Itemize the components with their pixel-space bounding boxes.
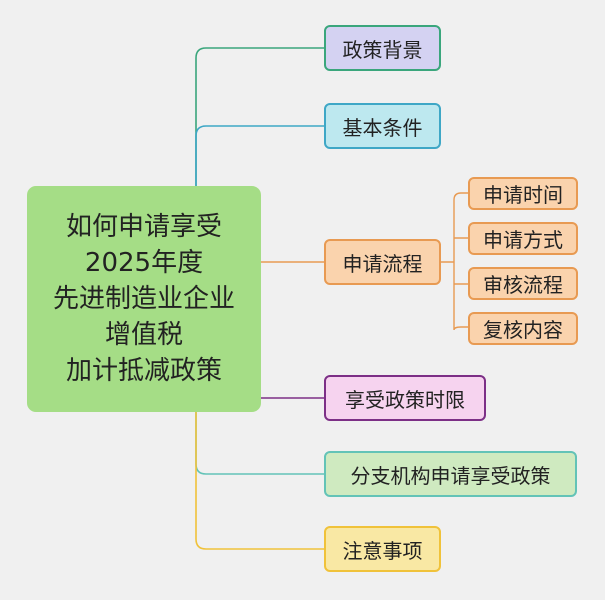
- subitem-application-time[interactable]: 申请时间: [468, 177, 578, 210]
- branch-label: 注意事项: [342, 538, 423, 563]
- subitem-review-process[interactable]: 审核流程: [468, 267, 578, 300]
- root-line-1: 如何申请享受: [65, 212, 222, 242]
- branch-label: 基本条件: [342, 115, 423, 140]
- root-line-3: 先进制造业企业: [52, 284, 235, 314]
- subitem-label: 申请时间: [483, 183, 563, 207]
- connector-line-notes: [195, 412, 324, 550]
- connector-lines-application-subitems: [441, 192, 468, 331]
- subitem-label: 复核内容: [483, 318, 563, 342]
- branch-branch-institutions[interactable]: 分支机构申请享受政策: [324, 451, 577, 497]
- branch-application-process[interactable]: 申请流程: [324, 239, 441, 285]
- subitem-recheck-content[interactable]: 复核内容: [468, 312, 578, 345]
- branch-label: 分支机构申请享受政策: [350, 463, 551, 488]
- branch-policy-background[interactable]: 政策背景: [324, 25, 441, 71]
- subitem-label: 申请方式: [483, 228, 563, 252]
- branch-label: 政策背景: [342, 37, 423, 62]
- connector-line-basic-conditions: [195, 125, 324, 186]
- branch-label: 申请流程: [342, 251, 423, 276]
- branch-notes[interactable]: 注意事项: [324, 526, 441, 572]
- subitem-label: 审核流程: [483, 273, 563, 297]
- branch-enjoy-policy-period[interactable]: 享受政策时限: [324, 375, 486, 421]
- branch-basic-conditions[interactable]: 基本条件: [324, 103, 441, 149]
- connector-line-branch-institutions: [195, 412, 324, 475]
- subitem-application-method[interactable]: 申请方式: [468, 222, 578, 255]
- root-topic[interactable]: 如何申请享受 2025年度 先进制造业企业 增值税 加计抵减政策: [27, 186, 261, 412]
- root-line-5: 加计抵减政策: [65, 356, 222, 386]
- connector-line-policy-background: [195, 47, 324, 186]
- root-line-4: 增值税: [104, 320, 183, 350]
- branch-label: 享受政策时限: [345, 387, 465, 412]
- root-line-2: 2025年度: [84, 248, 204, 278]
